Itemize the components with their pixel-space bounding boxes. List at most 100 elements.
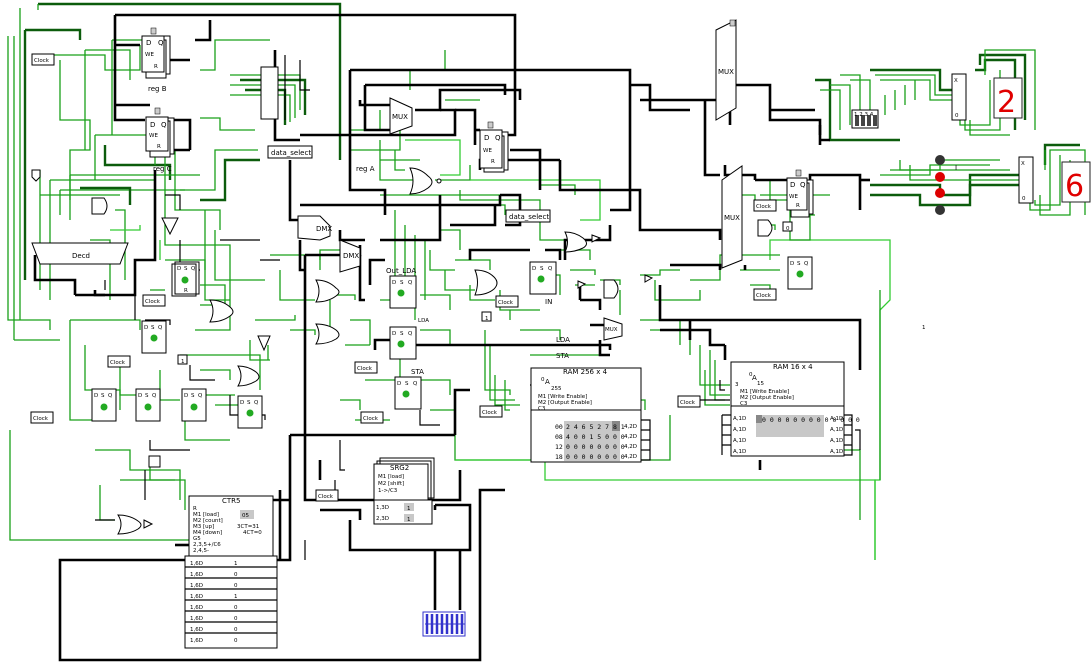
tunnel-2-text: data_select xyxy=(509,213,549,221)
clock-4[interactable]: Clock xyxy=(30,411,54,424)
ctr-line-6: 2,3,5+/C6 xyxy=(193,542,221,548)
ctr-line-3: M3 [up] xyxy=(193,524,214,530)
ram256-addr-high: 255 xyxy=(551,386,562,392)
srg-row-0-bit: 1 xyxy=(407,506,411,512)
tunnel-data-select-2: data_select xyxy=(505,209,551,223)
dff-out-lda: D S Q Out_LDA xyxy=(386,267,417,309)
clock-11[interactable]: Clock xyxy=(753,199,777,212)
latch-r-pin: R xyxy=(796,203,800,209)
ram-16x4: RAM 16 x 4 0 A 15 3 M1 [Write Enable] M2… xyxy=(721,361,860,457)
dff-1-r: R xyxy=(184,288,188,294)
reg-a-we-pin: WE xyxy=(483,148,492,154)
shift-register: SRG2 M1 [load] M2 [shift] 1->/C3 1,3D 1 … xyxy=(373,457,435,525)
ram16-addr-high: 15 xyxy=(757,381,764,387)
dff-2: D S Q xyxy=(141,320,167,354)
clock-6[interactable]: Clock xyxy=(360,411,384,424)
dmx-1-label: DMX xyxy=(316,225,332,233)
dff-in-s: S xyxy=(540,266,544,272)
ram16-a: A xyxy=(752,374,757,382)
clock-2[interactable]: Clock xyxy=(142,294,166,307)
hex-top-zero: 0 xyxy=(955,113,959,119)
ctr-value: 05 xyxy=(242,513,249,519)
dff-4-s: S xyxy=(145,393,149,399)
register-selector xyxy=(260,66,279,120)
lda-small-label: LDA xyxy=(418,318,429,324)
clock-sources: Clock Clock Clock Clock Clock Clock Cloc… xyxy=(30,53,777,502)
gates xyxy=(91,167,773,535)
ctr-row-6-label: 1,6D xyxy=(190,627,203,633)
mux-reg-label: MUX xyxy=(392,113,408,121)
dff-5-q: Q xyxy=(198,393,203,399)
latch-d-pin: D xyxy=(790,181,795,189)
clock-10[interactable]: Clock xyxy=(677,395,701,408)
ctr-row-0-bit: 1 xyxy=(234,561,238,567)
clock-11-text: Clock xyxy=(756,204,772,210)
mux-mid: MUX xyxy=(721,165,743,269)
dff-3-q: Q xyxy=(108,393,113,399)
clock-5[interactable]: Clock xyxy=(354,361,378,374)
dip-switch-bottom[interactable] xyxy=(422,611,466,637)
dff-1-q: Q xyxy=(191,266,196,272)
flip-flops: D S Q R D S Q D S Q D S Q xyxy=(91,256,813,429)
dff-outlda-s: S xyxy=(400,280,404,286)
ctr-line-5: G5 xyxy=(193,536,201,542)
mux-top-label: MUX xyxy=(718,68,734,76)
reg-c-q-pin: Q xyxy=(161,121,167,129)
ram256-m2: M2 [Output Enable] xyxy=(538,400,592,406)
pin-one-2: 1 xyxy=(485,316,489,322)
reg-b-r-pin: R xyxy=(154,64,158,70)
ram16-addr-low: 0 xyxy=(749,372,753,378)
ram256-out-1: 4,2D xyxy=(624,434,637,440)
button-input[interactable] xyxy=(148,455,161,468)
led-3 xyxy=(935,205,945,215)
clock-7[interactable]: Clock xyxy=(495,295,519,308)
ctr-carry: 3CT=31 xyxy=(237,524,259,530)
clock-2-text: Clock xyxy=(145,299,161,305)
clock-12-text: Clock xyxy=(756,293,772,299)
clock-6-text: Clock xyxy=(363,416,379,422)
tunnel-data-select-1: data_select xyxy=(267,145,313,159)
hex-decoder-bottom: X 0 xyxy=(1018,156,1034,204)
latch-we-pin: WE xyxy=(789,194,798,200)
reg-c-we-pin: WE xyxy=(149,133,158,139)
clock-3[interactable]: Clock xyxy=(107,355,131,368)
dff-right-q: Q xyxy=(804,261,809,267)
dip-switch-top[interactable]: 1 2 3 4 xyxy=(851,109,879,129)
dff-6-d: D xyxy=(240,400,244,406)
clock-5-text: Clock xyxy=(357,366,373,372)
dff-3-s: S xyxy=(101,393,105,399)
ctr-row-5-label: 1,6D xyxy=(190,616,203,622)
hex-decoder-top: X 0 xyxy=(951,73,967,121)
dff-sta-q: Q xyxy=(413,381,418,387)
ram256-out-2: 4,2D xyxy=(624,444,637,450)
ram256-row-3-data: 0 0 0 0 0 0 0 0 xyxy=(566,453,625,461)
dip-top-label: 1 2 3 4 xyxy=(854,112,874,118)
pin-one-1: 1 xyxy=(181,359,185,365)
dff-5: D S Q xyxy=(181,388,207,422)
clock-12[interactable]: Clock xyxy=(753,288,777,301)
srg-row-1-label: 2,3D xyxy=(376,516,389,522)
clock-1[interactable]: Clock xyxy=(31,53,55,66)
ram16-m1: M1 [Write Enable] xyxy=(740,389,789,395)
dff-3-d: D xyxy=(94,393,98,399)
ram256-out-0: 4,2D xyxy=(624,424,637,430)
dff-5-d: D xyxy=(184,393,188,399)
clock-1-text: Clock xyxy=(34,58,50,64)
clock-9[interactable]: Clock xyxy=(315,489,339,502)
clock-8[interactable]: Clock xyxy=(479,405,503,418)
ctr-row-7-label: 1,6D xyxy=(190,638,203,644)
latch-q-pin: Q xyxy=(800,181,806,189)
dff-6-s: S xyxy=(247,400,251,406)
seven-segment-bottom: 6 xyxy=(1061,161,1091,204)
wires-black xyxy=(33,13,870,662)
ram256-row-2: 12 0 0 0 0 0 0 0 0 xyxy=(555,443,625,451)
dff-4-q: Q xyxy=(152,393,157,399)
out-lda-label: Out_LDA xyxy=(386,267,416,275)
ctr-title: CTR5 xyxy=(222,497,240,505)
dff-in-q: Q xyxy=(548,266,553,272)
